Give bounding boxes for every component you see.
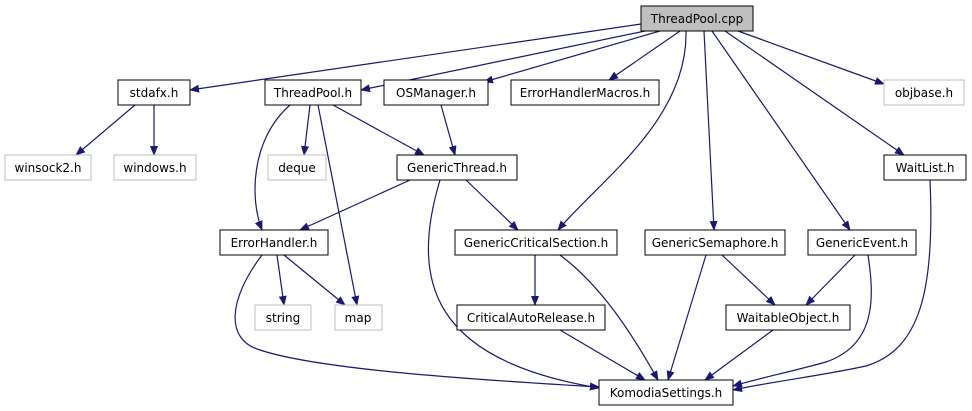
- edge-line: [666, 254, 707, 381]
- node-osmanager-h[interactable]: OSManager.h: [383, 79, 489, 106]
- node-threadpool-h[interactable]: ThreadPool.h: [264, 79, 362, 106]
- node-label: objbase.h: [895, 86, 953, 100]
- edge-genericsemaphore-h-to-komodiasettings-h: [666, 254, 707, 381]
- edge-threadpool-h-to-map: [317, 104, 360, 306]
- edge-threadpool-cpp-to-objbase-h: [737, 30, 885, 85]
- edge-errorhandler-h-to-string: [276, 254, 287, 306]
- edge-line: [317, 104, 360, 306]
- edge-threadpool-cpp-to-genericevent-h: [711, 30, 851, 231]
- node-string[interactable]: string: [254, 304, 312, 331]
- edge-genericsemaphore-h-to-waitableobject-h: [721, 254, 776, 306]
- edge-threadpool-cpp-to-genericsemaphore-h: [703, 30, 718, 231]
- edge-line: [732, 179, 932, 393]
- node-label: CriticalAutoRelease.h: [467, 311, 595, 325]
- edge-threadpool-cpp-to-stdafx-h: [189, 23, 642, 93]
- edge-line: [301, 104, 311, 156]
- edge-line: [737, 30, 885, 85]
- node-windows-h[interactable]: windows.h: [113, 154, 197, 181]
- node-stdafx-h[interactable]: stdafx.h: [117, 79, 191, 106]
- edge-errorhandler-h-to-map: [283, 254, 346, 306]
- edge-line: [189, 23, 642, 93]
- edge-line: [332, 104, 425, 156]
- edge-line: [559, 329, 646, 381]
- node-waitableobject-h[interactable]: WaitableObject.h: [725, 304, 851, 331]
- edge-line: [465, 179, 519, 231]
- edge-line: [704, 329, 774, 381]
- node-genericevent-h[interactable]: GenericEvent.h: [807, 229, 917, 256]
- node-label: ErrorHandlerMacros.h: [520, 86, 651, 100]
- node-label: KomodiaSettings.h: [610, 386, 723, 400]
- edge-line: [721, 254, 776, 306]
- node-label: GenericSemaphore.h: [652, 236, 779, 250]
- edge-line: [299, 179, 411, 231]
- edge-threadpool-cpp-to-errorhandlermacros-h: [608, 30, 681, 81]
- node-waitlist-h[interactable]: WaitList.h: [883, 154, 967, 181]
- edge-line: [440, 104, 457, 156]
- node-label: GenericCriticalSection.h: [464, 236, 609, 250]
- edge-genericthread-h-to-komodiasettings-h: [427, 179, 600, 391]
- edge-line: [75, 104, 136, 156]
- edge-criticalautorelease-h-to-komodiasettings-h: [559, 329, 646, 381]
- edge-line: [805, 254, 856, 306]
- node-genericthread-h[interactable]: GenericThread.h: [396, 154, 518, 181]
- edge-line: [234, 254, 600, 391]
- node-label: GenericThread.h: [407, 161, 507, 175]
- edge-genericthread-h-to-errorhandler-h: [299, 179, 411, 231]
- node-label: map: [345, 311, 372, 325]
- edge-line: [732, 254, 872, 388]
- node-label: ThreadPool.cpp: [650, 12, 743, 26]
- node-label: ThreadPool.h: [273, 86, 352, 100]
- edge-genericevent-h-to-komodiasettings-h: [732, 254, 872, 388]
- edge-errorhandler-h-to-komodiasettings-h: [234, 254, 600, 391]
- node-label: ErrorHandler.h: [231, 236, 318, 250]
- edge-line: [483, 30, 661, 84]
- edge-waitlist-h-to-komodiasettings-h: [732, 179, 932, 393]
- node-winsock2-h[interactable]: winsock2.h: [4, 154, 92, 181]
- edge-stdafx-h-to-winsock2-h: [75, 104, 136, 156]
- node-map[interactable]: map: [334, 304, 383, 331]
- node-errorhandler-h[interactable]: ErrorHandler.h: [219, 229, 329, 256]
- edge-threadpool-h-to-errorhandler-h: [254, 104, 291, 231]
- edges-layer: [75, 23, 932, 393]
- edge-threadpool-cpp-to-osmanager-h: [483, 30, 661, 84]
- node-label: WaitableObject.h: [737, 311, 840, 325]
- node-criticalautorelease-h[interactable]: CriticalAutoRelease.h: [456, 304, 606, 331]
- edge-threadpool-cpp-to-genericcriticalsection-h: [557, 30, 687, 231]
- edge-line: [254, 104, 291, 231]
- edge-line: [427, 179, 600, 391]
- edge-threadpool-h-to-genericthread-h: [332, 104, 425, 156]
- node-label: OSManager.h: [396, 86, 476, 100]
- edge-line: [283, 254, 346, 306]
- node-threadpool-cpp[interactable]: ThreadPool.cpp: [640, 5, 754, 32]
- edge-line: [724, 30, 905, 156]
- edge-genericcriticalsection-h-to-komodiasettings-h: [559, 254, 659, 381]
- edge-osmanager-h-to-genericthread-h: [440, 104, 457, 156]
- edge-waitableobject-h-to-komodiasettings-h: [704, 329, 774, 381]
- edge-threadpool-h-to-deque: [301, 104, 311, 156]
- node-objbase-h[interactable]: objbase.h: [883, 79, 965, 106]
- node-deque[interactable]: deque: [267, 154, 327, 181]
- node-label: GenericEvent.h: [816, 236, 908, 250]
- edge-line: [608, 30, 681, 81]
- nodes-layer: ThreadPool.cpp stdafx.h ThreadPool.h OSM…: [4, 5, 967, 406]
- edge-line: [557, 30, 687, 231]
- node-label: deque: [278, 161, 316, 175]
- edge-line: [559, 254, 659, 381]
- edge-genericthread-h-to-genericcriticalsection-h: [465, 179, 519, 231]
- node-komodiasettings-h[interactable]: KomodiaSettings.h: [598, 379, 734, 406]
- edge-threadpool-cpp-to-waitlist-h: [724, 30, 905, 156]
- node-label: WaitList.h: [896, 161, 955, 175]
- edge-genericevent-h-to-waitableobject-h: [805, 254, 856, 306]
- edge-line: [703, 30, 718, 231]
- edge-line: [711, 30, 851, 231]
- node-label: string: [266, 311, 300, 325]
- node-errorhandlermacros-h[interactable]: ErrorHandlerMacros.h: [510, 79, 660, 106]
- edge-line: [276, 254, 287, 306]
- node-label: windows.h: [123, 161, 186, 175]
- node-label: stdafx.h: [130, 86, 179, 100]
- node-label: winsock2.h: [15, 161, 82, 175]
- node-genericcriticalsection-h[interactable]: GenericCriticalSection.h: [454, 229, 618, 256]
- node-genericsemaphore-h[interactable]: GenericSemaphore.h: [644, 229, 786, 256]
